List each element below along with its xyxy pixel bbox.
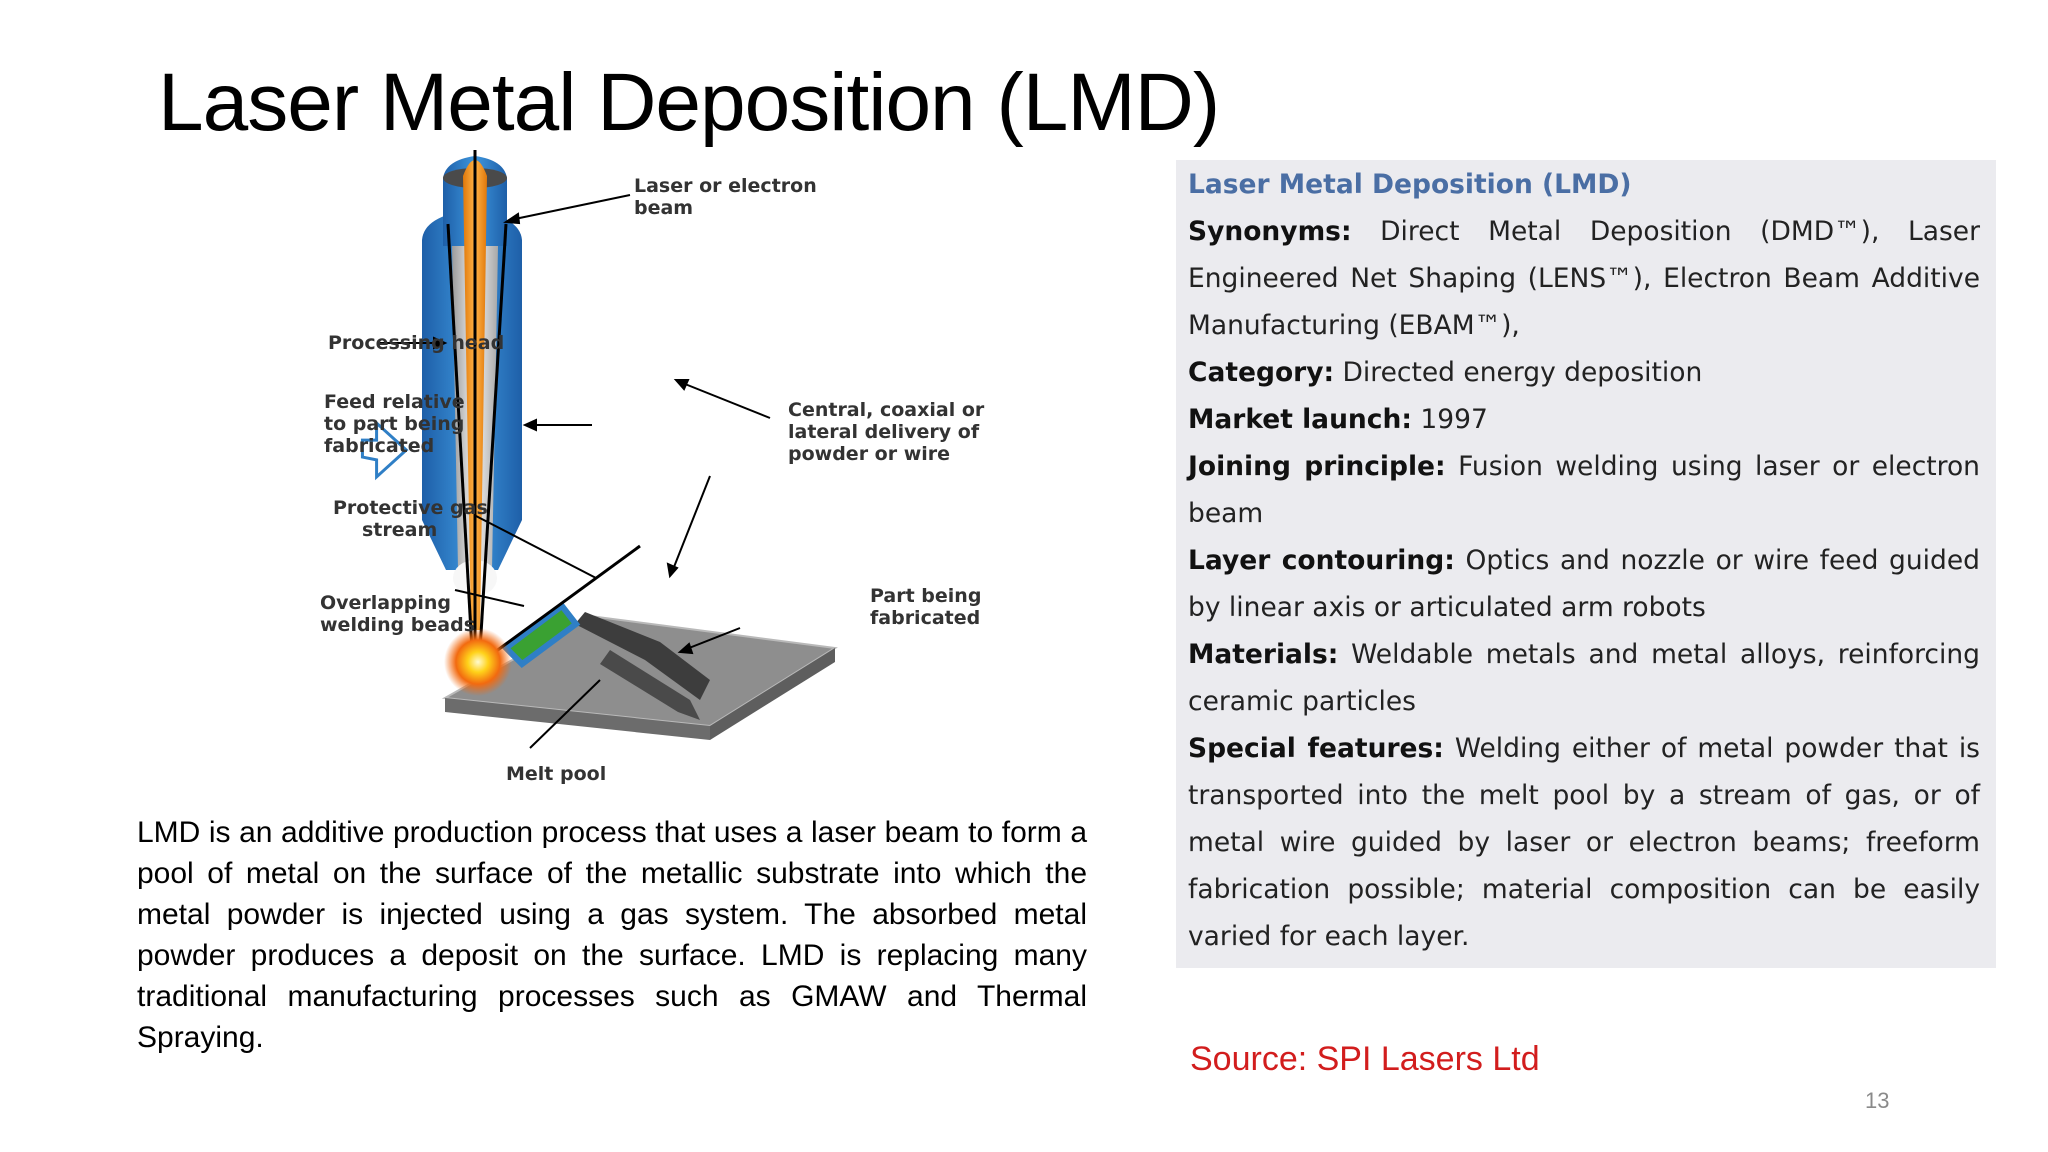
info-label: Materials: bbox=[1188, 639, 1339, 670]
info-value: 1997 bbox=[1420, 404, 1488, 435]
slide-title: Laser Metal Deposition (LMD) bbox=[158, 57, 1220, 148]
info-row-market-launch: Market launch: 1997 bbox=[1188, 396, 1980, 443]
page-number: 13 bbox=[1865, 1088, 1890, 1113]
info-value: Welding either of metal powder that is t… bbox=[1188, 733, 1980, 952]
info-panel-title: Laser Metal Deposition (LMD) bbox=[1188, 169, 1632, 200]
label-melt-pool: Melt pool bbox=[506, 763, 606, 785]
label-part: Part being bbox=[870, 585, 981, 607]
feed-direction-arrow bbox=[360, 419, 409, 481]
info-label: Joining principle: bbox=[1188, 451, 1446, 482]
lmd-info-panel: Laser Metal Deposition (LMD) Synonyms: D… bbox=[1176, 160, 1996, 968]
info-value: Fusion welding using laser or electron b… bbox=[1188, 451, 1980, 529]
info-value: Directed energy deposition bbox=[1342, 357, 1703, 388]
info-row-synonyms: Synonyms: Direct Metal Deposition (DMD™)… bbox=[1188, 208, 1980, 349]
info-row-materials: Materials: Weldable metals and metal all… bbox=[1188, 631, 1980, 725]
label-central-delivery: Central, coaxial or bbox=[788, 399, 985, 421]
label-feed: Feed relative bbox=[324, 391, 465, 413]
source-citation: Source: SPI Lasers Ltd bbox=[1190, 1040, 1540, 1078]
lmd-description: LMD is an additive production process th… bbox=[137, 816, 1087, 1054]
info-row-joining-principle: Joining principle: Fusion welding using … bbox=[1188, 443, 1980, 537]
wire-feed-nozzle bbox=[483, 544, 641, 668]
info-label: Market launch: bbox=[1188, 404, 1412, 435]
info-label: Special features: bbox=[1188, 733, 1444, 764]
info-row-layer-contouring: Layer contouring: Optics and nozzle or w… bbox=[1188, 537, 1980, 631]
info-label: Synonyms: bbox=[1188, 216, 1352, 247]
label-protective-gas: Protective gas bbox=[333, 497, 488, 519]
melt-pool bbox=[444, 628, 512, 696]
label-welding-beads: Overlapping bbox=[320, 592, 451, 614]
info-value: Direct Metal Deposition (DMD™), Laser En… bbox=[1188, 216, 1980, 341]
label-laser-beam: Laser or electron bbox=[634, 175, 817, 197]
info-row-category: Category: Directed energy deposition bbox=[1188, 349, 1980, 396]
info-value: Weldable metals and metal alloys, reinfo… bbox=[1188, 639, 1980, 717]
info-label: Category: bbox=[1188, 357, 1335, 388]
info-row-special-features: Special features: Welding either of meta… bbox=[1188, 725, 1980, 960]
info-value: Optics and nozzle or wire feed guided by… bbox=[1188, 545, 1980, 623]
info-label: Layer contouring: bbox=[1188, 545, 1455, 576]
label-processing-head: Processing head bbox=[328, 332, 504, 354]
